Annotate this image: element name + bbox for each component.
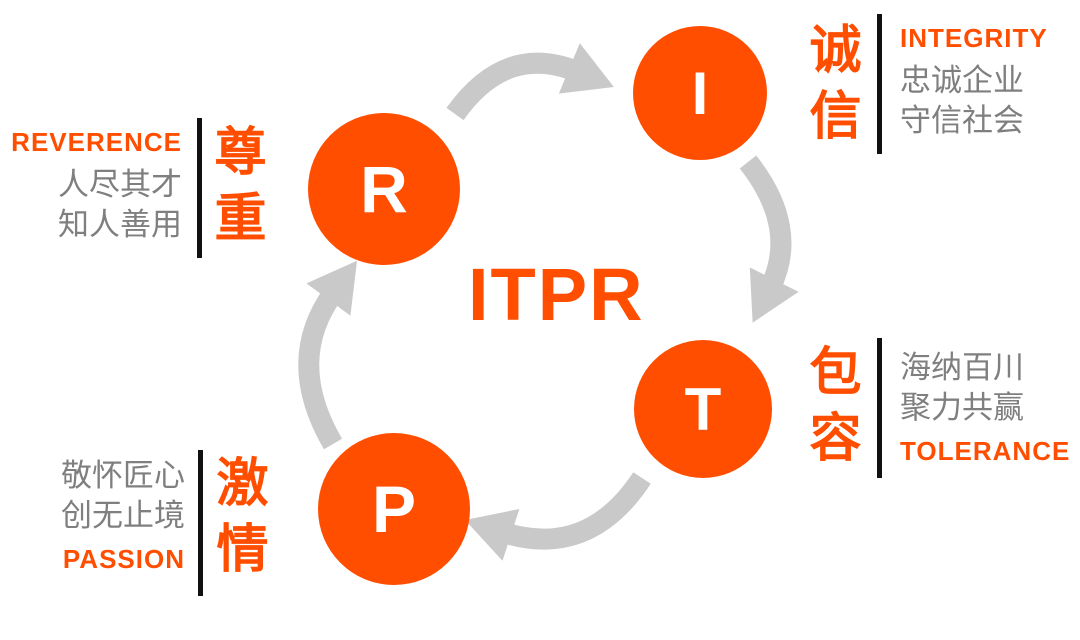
desc-tolerance-2: 聚力共赢 bbox=[900, 390, 1024, 426]
node-circle-passion: P bbox=[318, 433, 470, 585]
node-circle-reverence: R bbox=[308, 113, 460, 265]
desc-integrity-2: 守信社会 bbox=[900, 102, 1024, 138]
en-label-reverence: REVERENCE bbox=[11, 127, 182, 157]
label-block-integrity: INTEGRITY 忠诚企业 守信社会 bbox=[900, 22, 1080, 141]
desc-reverence-1: 人尽其才 bbox=[58, 166, 182, 202]
divider-tolerance bbox=[877, 338, 882, 478]
desc-passion-2: 创无止境 bbox=[61, 498, 185, 534]
diagram-title: ITPR bbox=[468, 253, 645, 336]
cn-word-tolerance: 包容 bbox=[801, 344, 859, 476]
cn-word-reverence: 尊重 bbox=[206, 124, 264, 256]
en-label-passion: PASSION bbox=[62, 543, 185, 574]
desc-integrity-1: 忠诚企业 bbox=[900, 62, 1024, 98]
divider-passion bbox=[198, 450, 203, 596]
node-letter-passion: P bbox=[371, 472, 417, 546]
en-label-integrity: INTEGRITY bbox=[900, 23, 1048, 53]
en-label-tolerance: TOLERANCE bbox=[900, 435, 1071, 466]
desc-passion-1: 敬怀匠心 bbox=[61, 458, 185, 493]
node-circle-tolerance: T bbox=[634, 340, 772, 478]
node-letter-reverence: R bbox=[360, 152, 408, 226]
arrow-i-to-t-icon bbox=[739, 155, 799, 323]
cn-word-integrity: 诚信 bbox=[801, 22, 859, 154]
node-circle-integrity: I bbox=[633, 26, 767, 160]
label-block-reverence: REVERENCE 人尽其才 知人善用 bbox=[0, 126, 182, 245]
label-block-tolerance: 海纳百川 聚力共赢 TOLERANCE bbox=[900, 348, 1080, 467]
node-letter-integrity: I bbox=[691, 59, 709, 127]
desc-tolerance-1: 海纳百川 bbox=[900, 350, 1024, 385]
divider-reverence bbox=[197, 118, 202, 258]
arrow-t-to-p-icon bbox=[465, 472, 651, 561]
node-letter-tolerance: T bbox=[684, 375, 722, 443]
divider-integrity bbox=[877, 14, 882, 154]
label-block-passion: 敬怀匠心 创无止境 PASSION bbox=[0, 456, 185, 575]
desc-reverence-2: 知人善用 bbox=[58, 206, 182, 242]
arrow-r-to-i-icon bbox=[446, 43, 614, 121]
cn-word-passion: 激情 bbox=[208, 455, 266, 587]
arrow-p-to-r-icon bbox=[298, 260, 357, 450]
